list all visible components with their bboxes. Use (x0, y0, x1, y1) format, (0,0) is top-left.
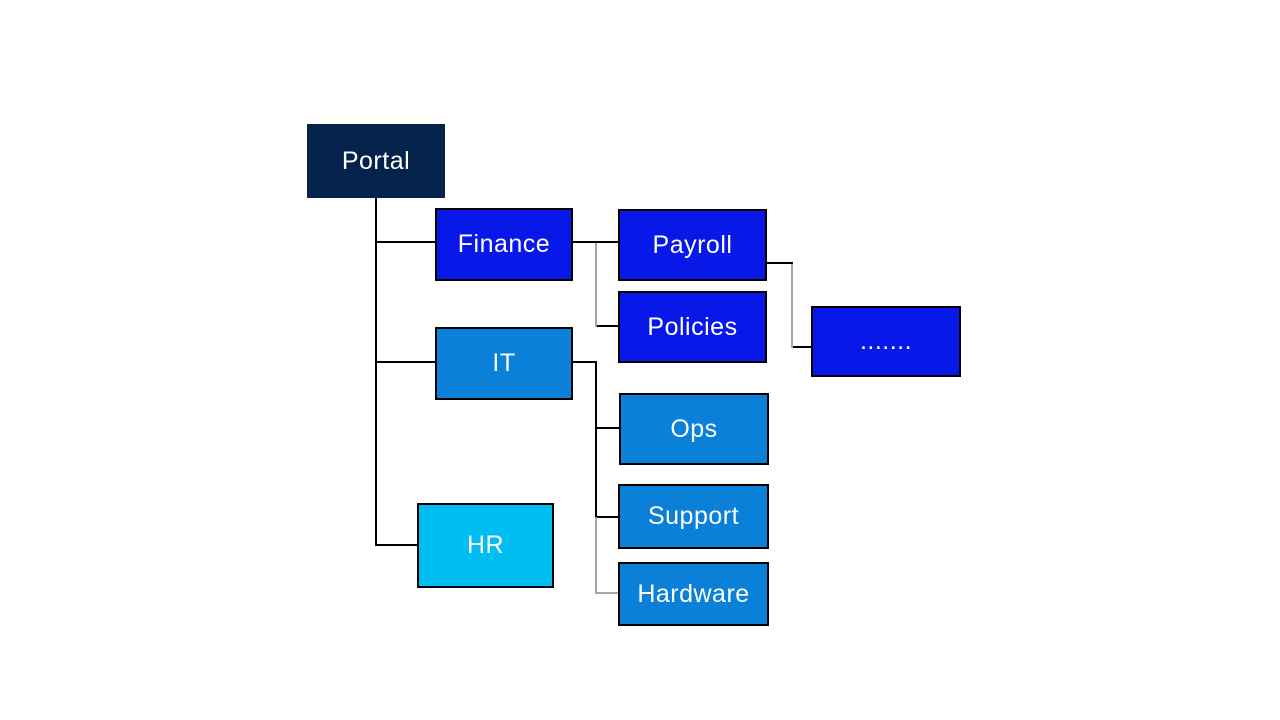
connector-finance-trunk-vertical (595, 243, 597, 327)
connector-it-to-support (597, 516, 618, 518)
connector-portal-to-finance (377, 241, 435, 243)
connector-portal-to-it (377, 361, 435, 363)
connector-it-trunk-vertical-lower (595, 517, 597, 594)
node-portal: Portal (307, 124, 445, 198)
connector-payroll-trunk-vertical (791, 264, 793, 348)
connector-portal-to-hr (377, 544, 417, 546)
connector-finance-to-policies (597, 325, 618, 327)
node-policies: Policies (618, 291, 767, 363)
connector-finance-to-payroll (573, 241, 618, 243)
node-more-ellipsis: ....... (811, 306, 961, 377)
node-support: Support (618, 484, 769, 549)
node-hr: HR (417, 503, 554, 588)
connector-payroll-to-more (793, 346, 811, 348)
connector-payroll-outgoing (767, 262, 793, 264)
connector-it-to-ops (597, 427, 619, 429)
node-finance: Finance (435, 208, 573, 281)
node-hardware: Hardware (618, 562, 769, 626)
connector-it-outgoing (573, 361, 597, 363)
connector-portal-trunk-vertical (375, 198, 377, 546)
node-ops: Ops (619, 393, 769, 465)
connector-it-trunk-vertical-upper (595, 363, 597, 517)
node-it: IT (435, 327, 573, 400)
node-payroll: Payroll (618, 209, 767, 281)
connector-it-to-hardware (597, 592, 618, 594)
